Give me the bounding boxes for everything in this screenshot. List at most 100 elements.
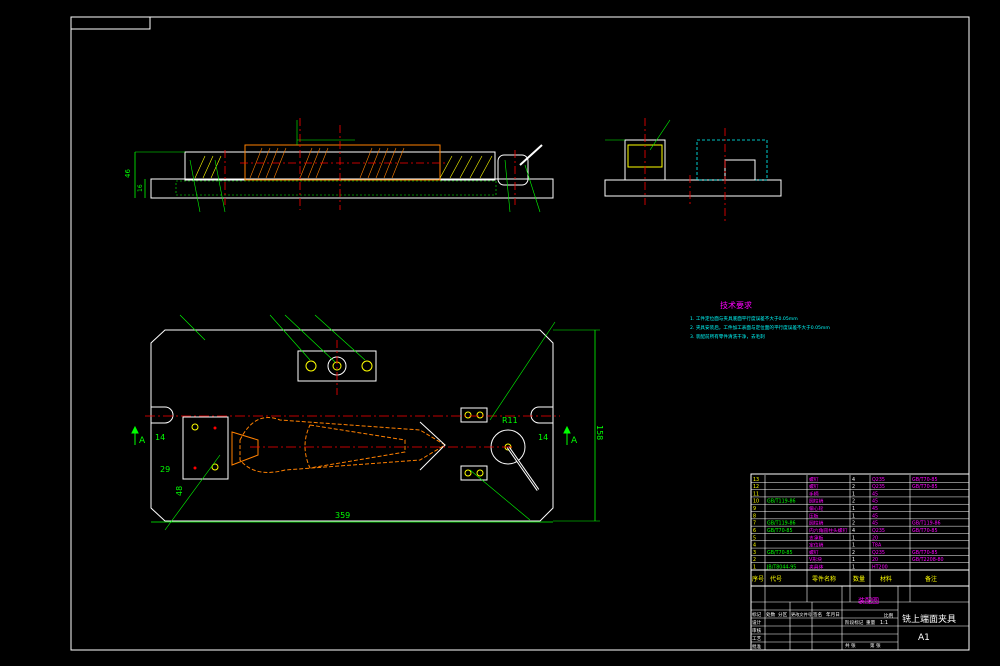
plan-workpiece	[239, 417, 446, 473]
title-sheet-current: 第 张	[870, 642, 881, 649]
plan-v-block-right	[419, 421, 446, 471]
front-base-hatch	[175, 180, 497, 196]
plan-left-slot	[151, 406, 174, 424]
title-sheet-size: A1	[918, 633, 930, 643]
title-lower-grid	[751, 586, 969, 650]
bom-cell-seq: 2	[753, 557, 756, 563]
title-label-change: 更改文件号	[791, 611, 812, 618]
plan-fixture-body	[150, 329, 554, 522]
bom-header-code: 代号	[770, 575, 782, 583]
dim-slot-right: 14	[538, 433, 548, 442]
bom-cell-qty: 1	[852, 535, 855, 541]
bom-cell-note: GB/T2208-80	[912, 557, 944, 563]
bom-cell-seq: 3	[753, 550, 756, 556]
title-label-sign: 签名	[813, 611, 822, 618]
bom-cell-qty: 2	[852, 484, 855, 490]
bom-cell-seq: 7	[753, 521, 756, 527]
bom-cell-qty: 1	[852, 491, 855, 497]
bom-cell-material: Q235	[872, 484, 885, 490]
title-ratio-label: 比例	[884, 612, 894, 619]
title-part-name: 铣上端面夹具	[902, 613, 956, 625]
plan-left-plate	[182, 416, 229, 480]
section-a-left-label: A	[139, 436, 146, 446]
bom-cell-name: 支承板	[809, 534, 824, 541]
section-a-right-label: A	[571, 436, 578, 446]
title-label-mark: 标记	[752, 611, 762, 618]
bom-cell-material: 45	[872, 491, 878, 497]
bom-cell-note: GB/T119-86	[912, 521, 941, 527]
bom-cell-name: 定位销	[809, 542, 824, 549]
bom-cell-name: V形块	[809, 556, 822, 563]
bom-cell-material: 45	[872, 513, 878, 519]
tech-req-heading: 技术要求	[720, 300, 752, 310]
bom-cell-seq: 9	[753, 506, 756, 512]
dim-hole-spacing: 48	[175, 486, 184, 496]
side-base	[604, 179, 782, 197]
bom-cell-code: GB/T70-85	[767, 550, 793, 556]
tech-req-item-1: 1. 工件定位面与夹具底面平行度误差不大于0.05mm	[690, 315, 798, 322]
title-scale: 1:1	[880, 620, 888, 626]
title-block-outer	[750, 473, 970, 651]
bom-cell-material: 20	[872, 535, 878, 541]
bom-cell-qty: 2	[852, 521, 855, 527]
bom-cell-name: 偏心轮	[809, 505, 824, 512]
side-view	[604, 118, 782, 222]
bom-cell-seq: 6	[753, 528, 756, 534]
plan-right-block-top	[460, 407, 488, 423]
bom-cell-qty: 2	[852, 499, 855, 505]
bom-cell-note: GB/T70-85	[912, 477, 938, 483]
bom-cell-seq: 12	[753, 484, 759, 490]
bom-cell-code: JB/T8044-95	[766, 565, 796, 571]
plan-right-block-bottom	[460, 465, 488, 481]
title-role-process: 工艺	[752, 636, 762, 642]
bom-header-seq: 序号	[752, 575, 764, 583]
front-eccentric	[497, 154, 529, 186]
bom-cell-material: HT200	[872, 565, 888, 571]
tech-req-item-2: 2. 夹具安装后，工件加工表面与定位面的平行度误差不大于0.05mm	[690, 324, 830, 331]
dim-overall-width: 158	[595, 425, 604, 440]
plan-right-block-top-hole-1	[464, 411, 472, 419]
front-v-block	[244, 144, 441, 181]
bom-cell-material: 45	[872, 506, 878, 512]
bom-cell-material: T8A	[871, 543, 882, 549]
bom-cell-material: 45	[872, 499, 878, 505]
front-yellow-hatching	[194, 155, 493, 179]
front-base-plate	[150, 178, 554, 199]
front-view: 46 16	[124, 118, 554, 213]
bom-cell-seq: 8	[753, 513, 756, 519]
title-label-date: 年月日	[826, 611, 840, 618]
plan-right-block-bottom-hole-1	[464, 469, 472, 477]
plan-left-pin-3	[213, 426, 217, 430]
front-handle	[519, 144, 543, 166]
plan-left-pin-2	[211, 463, 219, 471]
section-a-left-marker	[131, 425, 139, 445]
bom-cell-name: 手柄	[809, 490, 819, 497]
bom-cell-name: 螺钉	[809, 549, 819, 556]
bom-header-qty: 数量	[853, 575, 865, 583]
plan-right-block-bottom-hole-2	[476, 469, 484, 477]
bom-cell-note: GB/T70-85	[912, 484, 938, 490]
front-leaders	[189, 120, 541, 213]
side-leader	[649, 119, 671, 151]
bom-cell-seq: 1	[753, 565, 756, 571]
bom-cell-name: 夹具体	[809, 564, 824, 571]
title-sheet-total: 共 张	[845, 642, 856, 649]
front-dim-46: 46	[124, 169, 132, 178]
plan-right-block-top-hole-2	[476, 411, 484, 419]
bom-cell-seq: 10	[753, 499, 759, 505]
bom-cell-name: 内六角圆柱头螺钉	[809, 527, 848, 534]
bom-cell-qty: 1	[852, 513, 855, 519]
plan-view: A A 359 158 29 14 14 R11 48	[131, 314, 604, 531]
bom-cell-qty: 1	[852, 506, 855, 512]
bom-cell-name: 螺钉	[809, 476, 819, 483]
bom-cell-name: 螺钉	[809, 483, 819, 490]
plan-handle-inner	[507, 446, 539, 491]
plan-v-block-left	[231, 431, 259, 466]
title-role-review: 审核	[752, 627, 762, 634]
plan-hole-left	[305, 360, 317, 372]
bom-cell-material: 20	[872, 557, 878, 563]
top-left-code-box	[70, 16, 151, 30]
bom-cell-note: GB/T70-85	[912, 528, 938, 534]
bom-cell-code: GB/T119-86	[767, 521, 796, 527]
